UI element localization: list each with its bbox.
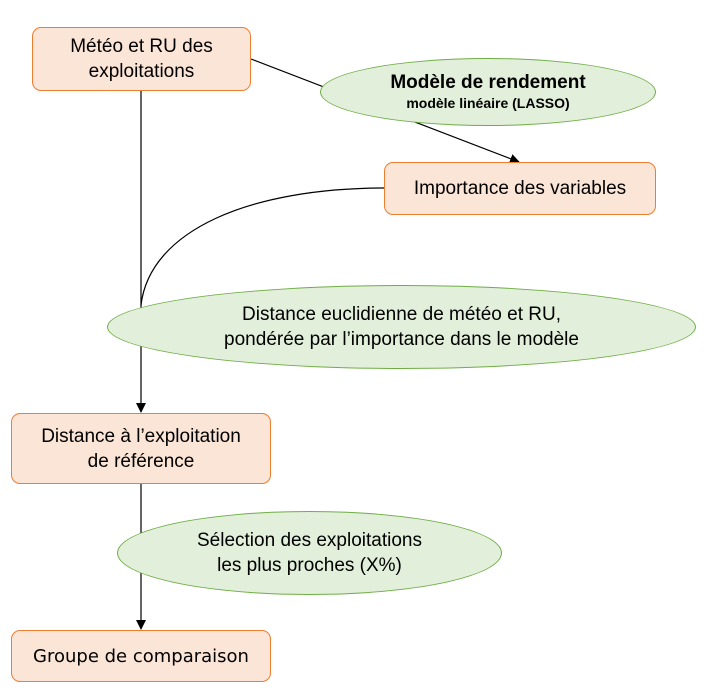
node-modele-title: Modèle de rendement xyxy=(390,72,586,93)
node-meteo-line-1: Météo et RU des xyxy=(70,36,213,57)
node-modele-subtitle: modèle linéaire (LASSO) xyxy=(406,95,570,111)
node-selection-line-2: les plus proches (X%) xyxy=(217,555,402,576)
node-distance-reference: Distance à l’exploitation de référence xyxy=(11,413,271,484)
node-meteo-ru: Météo et RU des exploitations xyxy=(32,27,251,91)
node-groupe-comparaison: Groupe de comparaison xyxy=(11,630,271,682)
node-groupe-label: Groupe de comparaison xyxy=(33,645,249,667)
node-modele-rendement: Modèle de rendement modèle linéaire (LAS… xyxy=(320,58,656,126)
node-meteo-line-2: exploitations xyxy=(88,61,195,82)
node-importance-label: Importance des variables xyxy=(413,178,627,199)
node-selection-line-1: Sélection des exploitations xyxy=(197,530,422,551)
edge-importance-curve xyxy=(140,187,386,306)
node-distance-euclid-line-1: Distance euclidienne de météo et RU, xyxy=(242,304,561,325)
node-distance-ref-line-1: Distance à l’exploitation xyxy=(41,425,241,447)
node-distance-ref-line-2: de référence xyxy=(87,450,195,472)
node-distance-euclid-line-2: pondérée par l’importance dans le modèle xyxy=(224,329,579,350)
node-importance-variables: Importance des variables xyxy=(384,162,656,215)
node-selection-exploitations: Sélection des exploitations les plus pro… xyxy=(117,511,502,595)
node-distance-euclidienne: Distance euclidienne de météo et RU, pon… xyxy=(107,285,696,369)
